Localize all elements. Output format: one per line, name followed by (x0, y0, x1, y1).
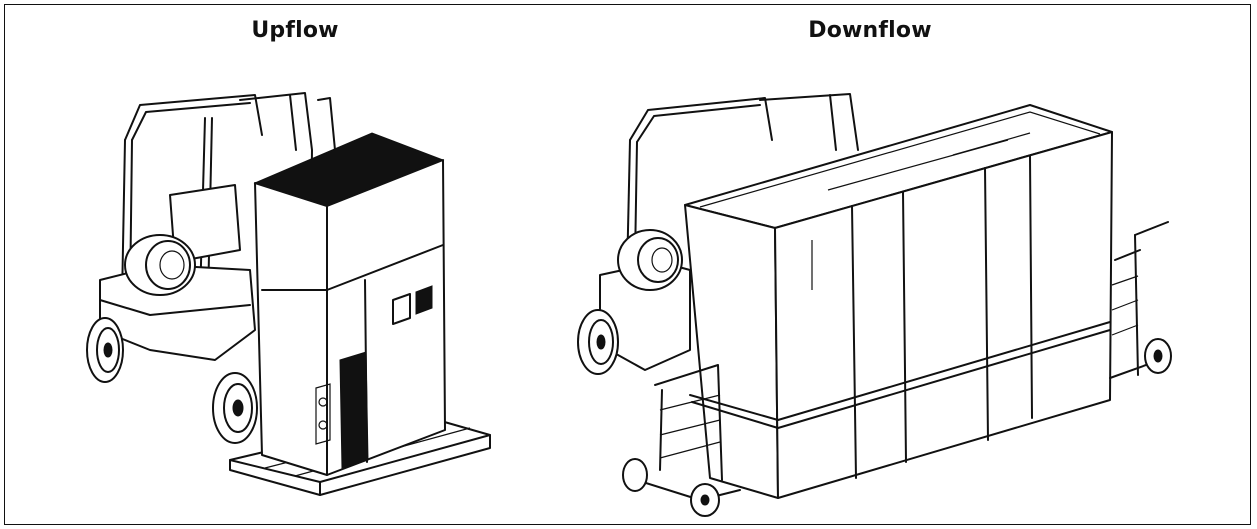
downflow-dolly-back (1109, 221, 1172, 379)
downflow-dolly-front (622, 364, 741, 517)
downflow-forklift (577, 93, 859, 375)
upflow-forklift (86, 92, 336, 444)
downflow-label: Downflow (808, 18, 932, 43)
upflow-unit (229, 132, 491, 496)
upflow-label: Upflow (251, 18, 339, 43)
downflow-unit (684, 104, 1113, 499)
